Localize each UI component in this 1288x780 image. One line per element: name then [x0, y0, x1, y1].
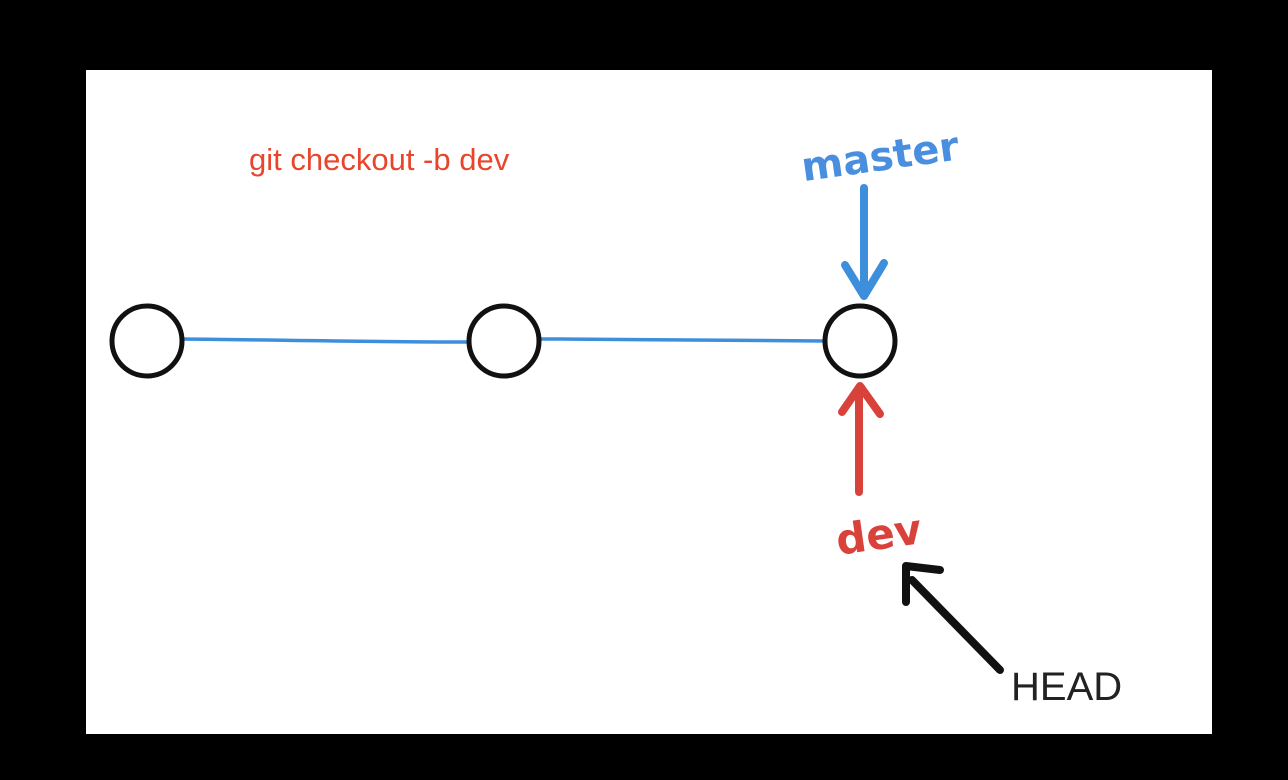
dev-branch-label: dev	[833, 504, 925, 564]
master-arrow-head-icon	[841, 259, 888, 300]
command-label: git checkout -b dev	[249, 142, 510, 177]
commit-node-3	[822, 303, 898, 379]
dev-arrow-head-icon	[838, 382, 884, 418]
head-arrow-head-icon	[902, 562, 944, 606]
head-label: HEAD	[1011, 665, 1122, 709]
master-branch-label: master	[798, 124, 962, 192]
commit-node-1	[109, 303, 185, 379]
head-arrow-shaft	[908, 576, 1004, 674]
commit-node-2	[466, 303, 542, 379]
diagram-canvas	[86, 70, 1212, 734]
history-line-1	[182, 337, 470, 344]
history-line-2	[539, 337, 826, 343]
